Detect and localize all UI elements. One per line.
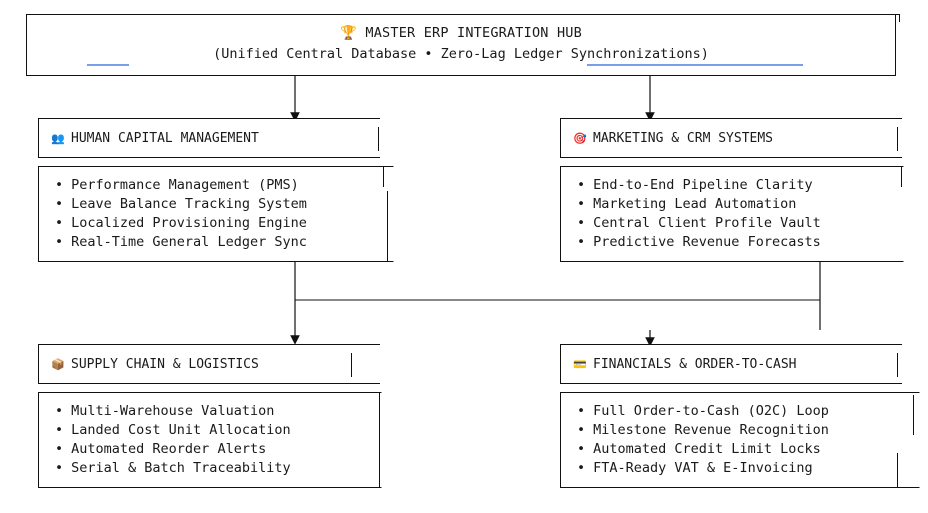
list-edge-tick	[897, 453, 898, 487]
module-header-scm: 📦 SUPPLY CHAIN & LOGISTICS	[38, 344, 380, 384]
module-list-crm: End-to-End Pipeline Clarity Marketing Le…	[560, 166, 904, 262]
list-item: Localized Provisioning Engine	[55, 214, 393, 233]
target-icon: 🎯	[573, 131, 587, 145]
module-header-fin: 💳 FINANCIALS & ORDER-TO-CASH	[560, 344, 902, 384]
hub-box: 🏆 MASTER ERP INTEGRATION HUB (Unified Ce…	[26, 14, 900, 76]
list-item: Performance Management (PMS)	[55, 176, 393, 195]
list-item: Landed Cost Unit Allocation	[55, 421, 381, 440]
list-edge-tick	[901, 167, 902, 187]
list-edge-tick	[913, 395, 914, 435]
list-item: Serial & Batch Traceability	[55, 459, 381, 478]
list-item: End-to-End Pipeline Clarity	[577, 176, 903, 195]
credit-card-icon: 💳	[573, 357, 587, 371]
hub-underline-right	[587, 64, 803, 66]
hub-underline-left	[87, 64, 129, 66]
list-item: Full Order-to-Cash (O2C) Loop	[577, 402, 919, 421]
hub-subtitle: (Unified Central Database • Zero-Lag Led…	[213, 46, 709, 62]
header-end-bar	[351, 353, 352, 377]
list-item: Multi-Warehouse Valuation	[55, 402, 381, 421]
module-header-crm: 🎯 MARKETING & CRM SYSTEMS	[560, 118, 902, 158]
package-icon: 📦	[51, 357, 65, 371]
module-list-hcm: Performance Management (PMS) Leave Balan…	[38, 166, 394, 262]
list-item: Central Client Profile Vault	[577, 214, 903, 233]
trophy-icon: 🏆	[340, 25, 358, 41]
header-end-bar	[378, 127, 379, 151]
hub-title: 🏆 MASTER ERP INTEGRATION HUB	[27, 25, 895, 41]
list-edge-tick	[383, 167, 384, 187]
hub-title-text: MASTER ERP INTEGRATION HUB	[365, 25, 582, 41]
header-end-bar	[897, 353, 898, 377]
people-icon: 👥	[51, 131, 65, 145]
list-item: Automated Credit Limit Locks	[577, 440, 919, 459]
list-item: Predictive Revenue Forecasts	[577, 233, 903, 252]
hub-corner-tick	[899, 14, 900, 22]
list-item: FTA-Ready VAT & E-Invoicing	[577, 459, 919, 478]
list-item: Automated Reorder Alerts	[55, 440, 381, 459]
header-end-bar	[897, 127, 898, 151]
module-header-hcm: 👥 HUMAN CAPITAL MANAGEMENT	[38, 118, 380, 158]
list-item: Real-Time General Ledger Sync	[55, 233, 393, 252]
list-edge-tick	[387, 191, 388, 261]
hub-top-border	[26, 14, 899, 15]
list-edge-tick	[379, 393, 380, 487]
list-item: Marketing Lead Automation	[577, 195, 903, 214]
module-list-fin: Full Order-to-Cash (O2C) Loop Milestone …	[560, 392, 920, 488]
module-title-scm: SUPPLY CHAIN & LOGISTICS	[71, 356, 259, 372]
module-list-scm: Multi-Warehouse Valuation Landed Cost Un…	[38, 392, 382, 488]
module-title-fin: FINANCIALS & ORDER-TO-CASH	[593, 356, 797, 372]
module-title-crm: MARKETING & CRM SYSTEMS	[593, 130, 774, 146]
module-title-hcm: HUMAN CAPITAL MANAGEMENT	[71, 130, 259, 146]
list-item: Milestone Revenue Recognition	[577, 421, 919, 440]
list-item: Leave Balance Tracking System	[55, 195, 393, 214]
